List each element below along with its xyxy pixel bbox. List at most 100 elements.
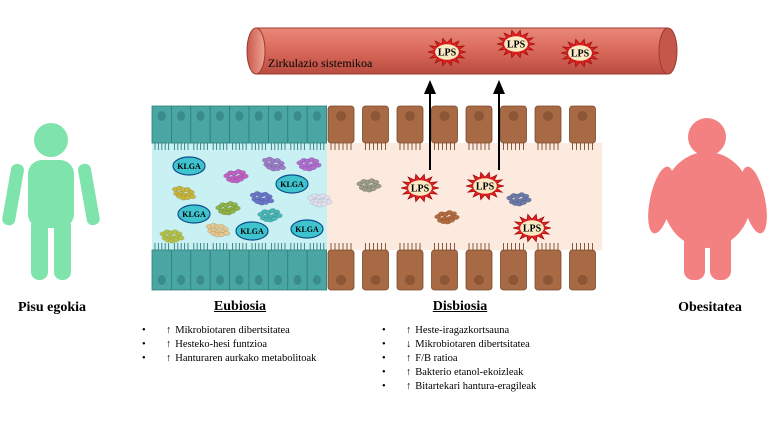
klga-metabolite: KLGA xyxy=(172,156,206,176)
cell-nucleus xyxy=(157,275,166,285)
person-normal-weight-icon xyxy=(2,123,100,280)
epithelial-cell xyxy=(534,249,562,291)
cell-nucleus xyxy=(405,275,415,285)
dysbiosis-panel xyxy=(327,105,602,291)
epithelial-cell xyxy=(362,105,389,144)
lps-burst-icon: LPS xyxy=(497,29,535,59)
bacteria-cluster-icon xyxy=(506,192,532,207)
cell-nucleus xyxy=(293,111,302,121)
bacteria-cluster-icon xyxy=(307,193,333,208)
person-obese-icon xyxy=(648,118,767,280)
lps-label: LPS xyxy=(411,184,430,195)
cell-nucleus xyxy=(274,111,283,121)
cell-nucleus xyxy=(508,275,519,285)
list-item: •↑Hanturaren aurkako metabolitoak xyxy=(142,353,317,364)
translocation-arrows xyxy=(424,80,505,170)
epithelial-cell xyxy=(327,105,355,144)
epithelial-cell xyxy=(465,249,493,291)
klga-metabolite: KLGA xyxy=(290,219,324,239)
list-item: •↑Mikrobiotaren dibertsitatea xyxy=(142,325,290,336)
cell-nucleus xyxy=(177,275,186,285)
cell-nucleus xyxy=(235,111,244,121)
bacteria-cluster-icon xyxy=(223,169,249,184)
epithelial-cell xyxy=(534,105,562,144)
bacteria-cluster-icon xyxy=(356,178,382,193)
cell-nucleus xyxy=(439,275,450,285)
epithelial-cell xyxy=(362,249,389,291)
list-item: •↑Bitartekari hantura-eragileak xyxy=(382,381,537,392)
cell-nucleus xyxy=(235,275,244,285)
epithelial-cell xyxy=(500,105,527,144)
cell-nucleus xyxy=(274,275,283,285)
cell-nucleus xyxy=(196,111,205,121)
epithelial-cell xyxy=(396,105,424,144)
list-item: •↑Bakterio etanol-ekoizleak xyxy=(382,367,524,378)
systemic-circulation-vessel: Zirkulazio sistemikoa xyxy=(246,27,678,75)
cell-nucleus xyxy=(312,111,321,121)
list-item: •↑F/B ratioa xyxy=(382,353,458,364)
cell-nucleus xyxy=(370,111,381,121)
lps-label: LPS xyxy=(571,49,590,60)
bacteria-cluster-icon xyxy=(434,210,460,225)
bacteria-cluster-icon xyxy=(215,201,241,216)
cell-nucleus xyxy=(543,111,553,121)
lps-label: LPS xyxy=(476,182,495,193)
epithelial-cell xyxy=(431,249,458,291)
cell-nucleus xyxy=(370,275,381,285)
cell-nucleus xyxy=(336,111,346,121)
circulation-label: Zirkulazio sistemikoa xyxy=(268,56,373,70)
dysbiosis-title: Disbiosia xyxy=(432,299,488,314)
epithelial-cell xyxy=(396,249,424,291)
cell-nucleus xyxy=(474,275,484,285)
klga-label: KLGA xyxy=(295,225,319,234)
list-item: •↑Heste-iragazkortsauna xyxy=(382,325,510,336)
eubiosis-list: •↑Mikrobiotaren dibertsitatea •↑Hesteko-… xyxy=(140,324,316,366)
klga-metabolite: KLGA xyxy=(235,221,269,241)
cell-nucleus xyxy=(254,275,263,285)
dysbiosis-list: •↑Heste-iragazkortsauna •↓Mikrobiotaren … xyxy=(380,324,536,394)
cell-nucleus xyxy=(196,275,205,285)
klga-label: KLGA xyxy=(177,162,201,171)
cell-nucleus xyxy=(293,275,302,285)
cell-nucleus xyxy=(439,111,450,121)
lps-burst-icon: LPS xyxy=(513,213,551,243)
lps-burst-icon: LPS xyxy=(428,37,466,67)
lps-label: LPS xyxy=(523,224,542,235)
cell-nucleus xyxy=(577,275,588,285)
cell-nucleus xyxy=(254,111,263,121)
cell-nucleus xyxy=(405,111,415,121)
bacteria-cluster-icon xyxy=(159,229,185,244)
cell-nucleus xyxy=(215,275,224,285)
cell-nucleus xyxy=(577,111,588,121)
klga-label: KLGA xyxy=(280,180,304,189)
bacteria-cluster-icon xyxy=(257,208,283,223)
lps-burst-icon: LPS xyxy=(466,171,504,201)
cell-nucleus xyxy=(474,111,484,121)
epithelial-cell xyxy=(465,105,493,144)
klga-label: KLGA xyxy=(182,210,206,219)
normal-weight-label: Pisu egokia xyxy=(17,300,87,315)
cell-nucleus xyxy=(215,111,224,121)
cell-nucleus xyxy=(312,275,321,285)
lps-burst-icon: LPS xyxy=(561,38,599,68)
cell-nucleus xyxy=(336,275,346,285)
bacteria-cluster-icon xyxy=(205,222,231,238)
bacteria-cluster-icon xyxy=(249,191,275,206)
epithelial-cell xyxy=(569,105,596,144)
cell-nucleus xyxy=(508,111,519,121)
klga-metabolite: KLGA xyxy=(177,204,211,224)
klga-metabolite: KLGA xyxy=(275,174,309,194)
bacteria-cluster-icon xyxy=(262,156,286,172)
bacteria-cluster-icon xyxy=(172,185,196,201)
epithelial-cell xyxy=(500,249,527,291)
klga-label: KLGA xyxy=(240,227,264,236)
lps-label: LPS xyxy=(438,48,457,59)
lps-label: LPS xyxy=(507,40,526,51)
epithelial-cell xyxy=(327,249,355,291)
eubiosis-title: Eubiosia xyxy=(213,299,267,314)
epithelial-cell xyxy=(569,249,596,291)
epithelial-cell xyxy=(431,105,458,144)
cell-nucleus xyxy=(157,111,166,121)
obesity-label: Obesitatea xyxy=(678,300,742,315)
